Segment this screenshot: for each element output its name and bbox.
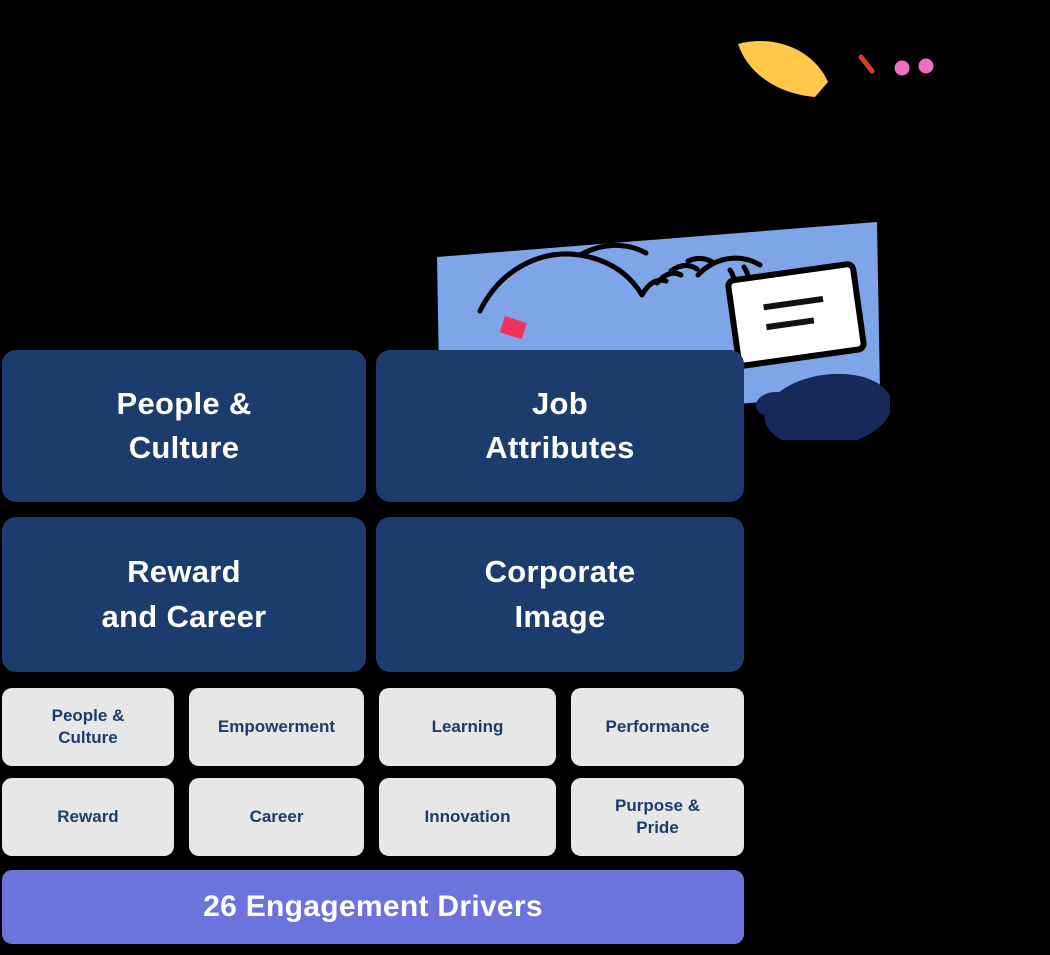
driver-label: People & Culture (51, 705, 125, 747)
driver-box-innovation: Innovation (379, 778, 556, 856)
driver-box-learning: Learning (379, 688, 556, 766)
category-box-reward-career: Reward and Career (2, 517, 366, 672)
driver-box-people-culture: People & Culture (2, 688, 174, 766)
top-decoration (738, 41, 934, 97)
driver-box-empowerment: Empowerment (189, 688, 364, 766)
driver-box-reward: Reward (2, 778, 174, 856)
driver-label: Reward (57, 806, 119, 826)
category-label: People & Culture (116, 385, 252, 465)
driver-box-purpose-pride: Purpose & Pride (571, 778, 744, 856)
category-box-people-culture: People & Culture (2, 350, 366, 502)
driver-box-career: Career (189, 778, 364, 856)
driver-label: Empowerment (217, 716, 336, 736)
yellow-leaf-icon (738, 41, 828, 97)
category-label: Job Attributes (485, 385, 635, 465)
crimson-square-icon (499, 315, 527, 340)
engagement-drivers-label: 26 Engagement Drivers (203, 890, 543, 923)
red-dash-icon (858, 54, 875, 74)
driver-label: Learning (431, 716, 504, 736)
category-label: Corporate Image (484, 554, 636, 634)
pink-dot-icon (918, 58, 934, 74)
driver-label: Innovation (424, 806, 511, 826)
laptop-screen (725, 261, 867, 369)
category-label: Reward and Career (101, 554, 267, 634)
driver-label: Performance (605, 716, 710, 736)
pink-dot-icon (894, 60, 910, 76)
engagement-drivers-bar: 26 Engagement Drivers (2, 870, 744, 944)
driver-box-performance: Performance (571, 688, 744, 766)
dark-hand-shape (755, 373, 890, 440)
category-box-corporate-image: Corporate Image (376, 517, 744, 672)
driver-label: Purpose & Pride (614, 795, 701, 837)
category-box-job-attributes: Job Attributes (376, 350, 744, 502)
driver-label: Career (249, 806, 304, 826)
